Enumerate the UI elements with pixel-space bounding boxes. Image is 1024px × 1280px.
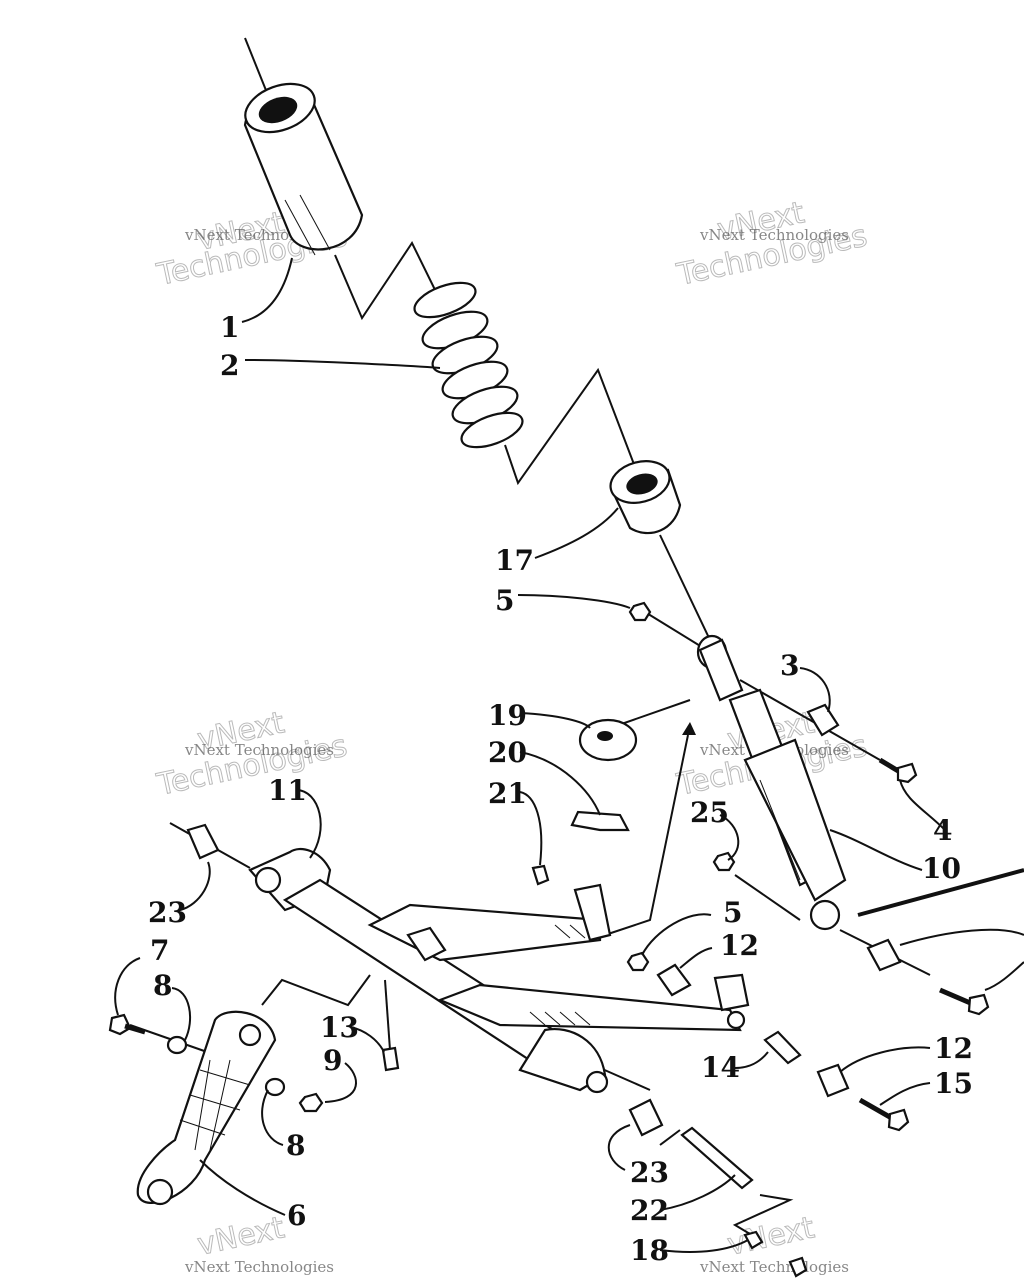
watermark-line1: vNext Technologies <box>184 1258 334 1276</box>
callout-5: 5 <box>495 584 514 617</box>
leader-lines <box>114 257 946 1253</box>
callout-labels: 1 2 17 5 3 4 19 20 21 11 25 10 23 7 8 5 … <box>148 311 973 1267</box>
callout-18: 18 <box>630 1234 669 1267</box>
hatching <box>179 1059 251 1151</box>
bushing-part <box>656 963 692 997</box>
fitting-part <box>743 1230 808 1278</box>
callout-17: 17 <box>495 544 534 577</box>
callout-19: 19 <box>488 699 527 732</box>
grease-fitting-part <box>531 864 550 886</box>
bushing-part <box>806 703 840 737</box>
hatching <box>529 924 591 1026</box>
watermark-line1: vNext Technologies <box>699 226 849 244</box>
watermark-line1: vNext Technologies <box>699 1258 849 1276</box>
callout-1: 1 <box>220 311 239 344</box>
callout-2: 2 <box>220 349 239 382</box>
shock-cover-part <box>243 82 364 256</box>
watermark: vNext Technologies vNext Technologies <box>153 705 351 804</box>
pin-part <box>763 1030 802 1065</box>
bolt-part <box>858 1097 910 1132</box>
watermark-line1: vNext Technologies <box>184 741 334 759</box>
bolt-part <box>108 1013 146 1036</box>
shock-absorber-part <box>696 634 847 931</box>
callout-10: 10 <box>922 852 961 885</box>
pin-part <box>680 1126 754 1190</box>
callout-20: 20 <box>488 736 527 769</box>
callout-8: 8 <box>153 969 172 1002</box>
watermark-line2: vNext <box>194 1210 287 1263</box>
washer-part <box>264 1077 286 1097</box>
callout-5: 5 <box>723 896 742 929</box>
callout-13: 13 <box>320 1011 359 1044</box>
callout-14: 14 <box>701 1051 740 1084</box>
callout-22: 22 <box>630 1194 669 1227</box>
callout-12: 12 <box>934 1032 973 1065</box>
spring-seat-part <box>609 460 682 535</box>
nut-part <box>712 851 736 872</box>
callout-11: 11 <box>268 774 307 807</box>
grease-fitting-part <box>381 1046 400 1072</box>
bushing-part <box>186 823 220 860</box>
callout-15: 15 <box>934 1067 973 1100</box>
nut-part <box>298 1092 324 1113</box>
watermark-line2: vNext <box>724 1210 817 1263</box>
bracket-part <box>570 810 630 832</box>
washer-part <box>166 1035 188 1055</box>
callout-6: 6 <box>287 1199 306 1232</box>
callout-9: 9 <box>323 1044 342 1077</box>
bolt-part <box>878 757 918 784</box>
watermark: vNext Technologies vNext Technologies <box>673 195 871 294</box>
callout-8: 8 <box>286 1129 305 1162</box>
axle-assembly-part <box>248 847 750 1094</box>
washer-part <box>578 718 638 762</box>
nut-part <box>628 601 652 622</box>
suspension-arm-part <box>136 1010 277 1206</box>
callout-7: 7 <box>150 934 169 967</box>
callout-25: 25 <box>690 796 729 829</box>
nut-part <box>626 951 650 972</box>
bushing-part <box>816 1063 850 1098</box>
callout-4: 4 <box>933 814 952 847</box>
callout-23: 23 <box>630 1156 669 1189</box>
bolt-part <box>866 938 990 1016</box>
callout-12: 12 <box>720 929 759 962</box>
bushing-part <box>628 1098 664 1137</box>
watermark: vNext vNext Technologies <box>184 1210 334 1276</box>
callout-23: 23 <box>148 896 187 929</box>
spring-part <box>413 281 524 449</box>
callout-3: 3 <box>780 649 799 682</box>
watermark: vNext vNext Technologies <box>699 1210 849 1276</box>
callout-21: 21 <box>488 777 527 810</box>
